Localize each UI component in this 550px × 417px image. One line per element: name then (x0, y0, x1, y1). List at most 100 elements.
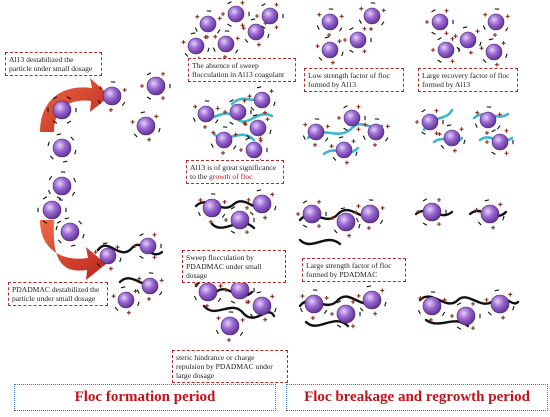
positive-charge (223, 110, 227, 114)
positive-charge (161, 96, 165, 101)
positive-charge (415, 120, 419, 124)
positive-charge (485, 140, 489, 144)
negative-charge (505, 53, 508, 59)
colloid-particle (484, 289, 515, 320)
colloid-particle (474, 199, 505, 230)
positive-charge (303, 122, 308, 127)
negative-charge (212, 47, 216, 52)
positive-charge (493, 32, 498, 37)
label-al13-significance: Al13 is of great significance to the gro… (186, 160, 284, 184)
negative-charge (256, 291, 262, 294)
positive-charge (226, 337, 231, 342)
negative-charge (210, 143, 214, 148)
positive-charge (359, 6, 364, 11)
positive-charge (263, 215, 268, 220)
negative-charge (158, 127, 161, 133)
positive-charge (497, 112, 502, 117)
negative-charge (431, 31, 436, 35)
colloid-particle (197, 193, 227, 224)
colloid-particle (246, 189, 277, 220)
negative-charge (385, 137, 389, 142)
negative-charge (215, 329, 219, 335)
negative-charge (42, 220, 48, 224)
positive-charge (133, 244, 137, 248)
negative-charge (140, 111, 146, 114)
negative-charge (239, 331, 244, 337)
negative-charge (62, 160, 68, 163)
colloid-particle (181, 32, 210, 61)
positive-charge (221, 12, 225, 16)
positive-charge (442, 297, 447, 302)
positive-charge (258, 136, 263, 141)
negative-charge (422, 198, 428, 202)
positive-charge (324, 295, 329, 300)
negative-charge (52, 96, 58, 100)
negative-charge (324, 36, 330, 39)
positive-charge (343, 38, 347, 42)
colloid-particle (355, 199, 385, 230)
negative-charge (233, 145, 237, 150)
negative-charge (456, 302, 462, 306)
title-floc-breakage-regrowth-period: Floc breakage and regrowth period (286, 384, 548, 411)
negative-charge (366, 285, 372, 288)
colloid-particle (47, 171, 77, 201)
negative-charge (339, 27, 343, 32)
negative-charge (336, 300, 342, 304)
positive-charge (471, 301, 475, 306)
negative-charge (82, 233, 85, 239)
positive-charge (222, 199, 227, 204)
positive-charge (195, 14, 200, 19)
positive-charge (108, 266, 113, 271)
negative-charge (56, 196, 62, 200)
negative-charge (159, 291, 163, 296)
positive-charge (354, 210, 359, 215)
negative-charge (56, 220, 62, 224)
colloid-particle (329, 136, 358, 165)
positive-charge (203, 35, 208, 40)
negative-charge (207, 47, 210, 53)
positive-charge (262, 110, 267, 115)
negative-charge (343, 127, 348, 131)
positive-charge (373, 142, 378, 147)
negative-charge (422, 222, 428, 226)
negative-charge (269, 129, 272, 135)
negative-charge (502, 215, 505, 221)
positive-charge (310, 315, 315, 320)
positive-charge (434, 131, 439, 136)
positive-charge (224, 288, 228, 292)
negative-charge (318, 56, 323, 61)
negative-charge (66, 96, 72, 100)
colloid-particle (93, 242, 122, 271)
label-al13-destabilized: Al13 destabilized the particle under sma… (5, 52, 102, 76)
negative-charge (437, 37, 442, 41)
colloid-particle (425, 8, 454, 36)
negative-charge (274, 205, 277, 211)
negative-charge (136, 289, 140, 294)
negative-charge (421, 109, 426, 113)
negative-charge (217, 29, 221, 34)
negative-charge (250, 106, 255, 111)
colloid-particle (362, 118, 390, 147)
negative-charge (299, 307, 303, 313)
positive-charge (501, 315, 506, 320)
negative-charge (355, 217, 359, 223)
positive-charge (363, 122, 368, 127)
positive-charge (508, 292, 513, 297)
colloid-particle (246, 291, 277, 322)
negative-charge (49, 155, 54, 160)
colloid-particle (337, 104, 366, 132)
positive-charge (193, 104, 198, 109)
positive-charge (330, 215, 335, 220)
positive-charge (452, 148, 457, 153)
positive-charge (373, 311, 378, 316)
negative-charge (227, 23, 232, 27)
negative-charge (249, 211, 254, 216)
negative-charge (302, 224, 308, 228)
negative-charge (355, 151, 358, 157)
positive-charge (317, 224, 321, 229)
positive-charge (246, 197, 251, 202)
colloid-particle (479, 38, 508, 67)
positive-charge (471, 326, 475, 331)
positive-charge (140, 84, 144, 88)
